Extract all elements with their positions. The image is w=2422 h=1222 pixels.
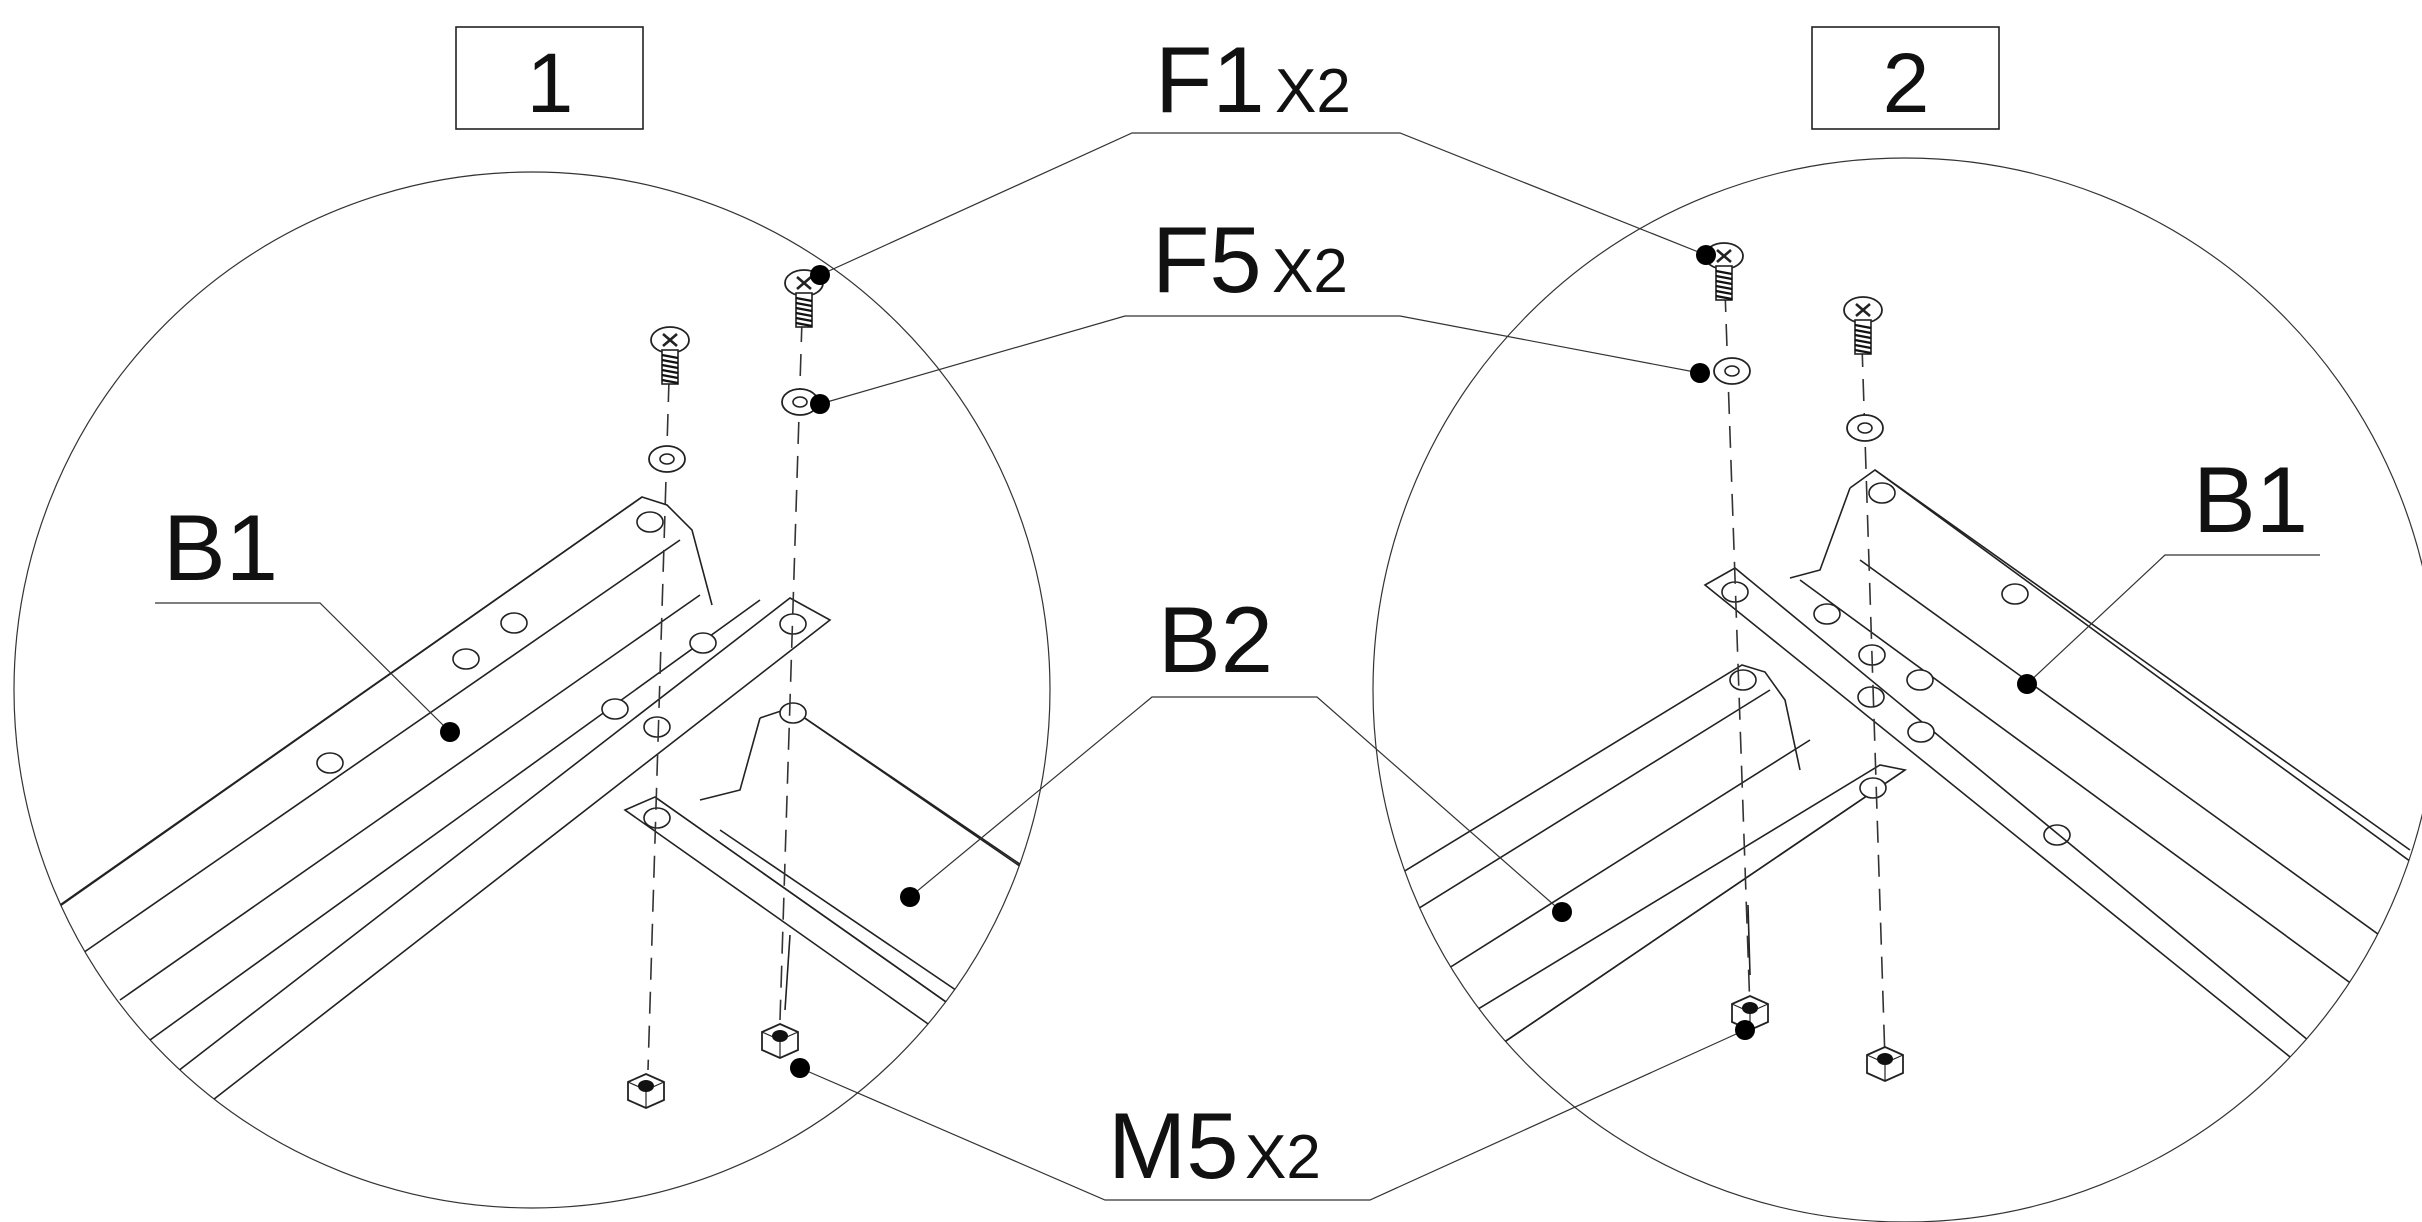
detail-circle-step-2 xyxy=(1372,157,2422,1222)
nut-icon xyxy=(1866,1046,1904,1082)
step-1-number: 1 xyxy=(527,36,574,130)
leader-dot-icon xyxy=(2017,674,2037,694)
b1-rail-right xyxy=(1789,469,2422,991)
washer-icon xyxy=(648,445,686,473)
flat-bar-left xyxy=(159,597,832,1111)
callout-m5: M5 X2 xyxy=(1108,1093,1321,1198)
leader-dot-icon xyxy=(1735,1020,1755,1040)
leader-dot-icon xyxy=(810,394,830,414)
callout-f1-code: F1 xyxy=(1155,27,1265,132)
step-1-drawing xyxy=(39,319,1050,1111)
leader-dot-icon xyxy=(440,722,460,742)
b2-rail-left xyxy=(623,702,1050,1051)
nut-icon xyxy=(627,1073,665,1109)
leader-dot-icon xyxy=(790,1058,810,1078)
callout-b1-right: B1 xyxy=(2193,447,2308,552)
callout-f5-code: F5 xyxy=(1152,207,1262,312)
step-1-box: 1 xyxy=(455,26,644,130)
b2-rail-right xyxy=(1389,664,1908,1046)
callout-b2: B2 xyxy=(1158,587,1273,692)
screw-icon xyxy=(649,325,691,386)
step-2-drawing xyxy=(1389,289,2422,1067)
flat-bar-right xyxy=(1703,567,2322,1067)
callout-m5-code: M5 xyxy=(1108,1093,1239,1198)
leader-dot-icon xyxy=(1552,902,1572,922)
detail-circle-step-1 xyxy=(13,171,1051,1209)
callout-m5-qty: X2 xyxy=(1245,1123,1321,1192)
callout-b2-code: B2 xyxy=(1158,587,1273,692)
callout-f1-qty: X2 xyxy=(1275,57,1351,126)
step-2-box: 2 xyxy=(1811,26,2000,130)
b1-rail-left xyxy=(39,496,761,1041)
screw-icon xyxy=(1842,295,1884,356)
nut-icon xyxy=(761,1023,799,1059)
callout-b1-right-code: B1 xyxy=(2193,447,2308,552)
callout-f5-qty: X2 xyxy=(1272,237,1348,306)
washer-icon xyxy=(1713,357,1751,385)
callout-b1-left-code: B1 xyxy=(163,495,278,600)
leader-dots xyxy=(440,245,2037,1078)
callout-f5: F5 X2 xyxy=(1152,207,1348,312)
washer-icon xyxy=(1846,414,1884,442)
callout-f1: F1 X2 xyxy=(1155,27,1351,132)
callout-b1-left: B1 xyxy=(163,495,278,600)
leader-lines xyxy=(155,132,2320,1201)
leader-dot-icon xyxy=(900,887,920,907)
leader-dot-icon xyxy=(1696,245,1716,265)
step-2-number: 2 xyxy=(1883,36,1930,130)
leader-dot-icon xyxy=(1690,363,1710,383)
leader-dot-icon xyxy=(810,265,830,285)
